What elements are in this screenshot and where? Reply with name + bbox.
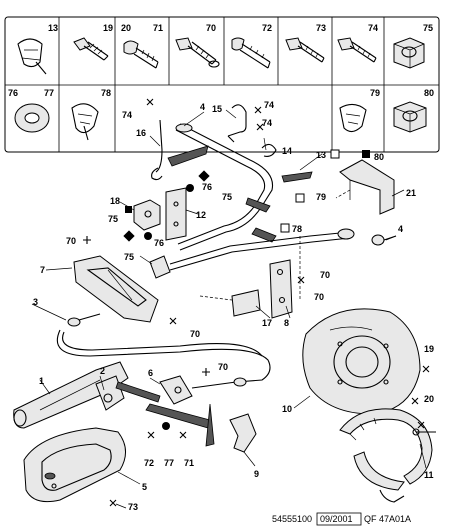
callout-16: 16 xyxy=(136,128,146,138)
leader-lines xyxy=(31,109,427,509)
bracket-9 xyxy=(229,413,257,453)
kit-ref-76: 76 xyxy=(8,88,18,98)
footer-code: QF 47A01A xyxy=(364,514,411,524)
brake-shoes-11 xyxy=(339,408,436,503)
callout-13: 13 xyxy=(316,150,326,160)
callout-74-a: 74 xyxy=(122,110,132,120)
callout-3: 3 xyxy=(33,297,38,307)
bolt-icon xyxy=(337,37,377,63)
callout-80: 80 xyxy=(374,152,384,162)
kit-ref-72: 72 xyxy=(262,23,272,33)
callout-70-d: 70 xyxy=(218,362,228,372)
callout-73: 73 xyxy=(128,502,138,512)
washer-icon xyxy=(14,103,50,133)
callout-76-b: 76 xyxy=(154,238,164,248)
kit-ref-20: 20 xyxy=(121,23,131,33)
callout-7: 7 xyxy=(40,265,45,275)
callout-79: 79 xyxy=(316,192,326,202)
bolt-icon xyxy=(175,37,220,68)
connector-6 xyxy=(149,255,171,279)
bracket-8 xyxy=(269,259,293,319)
footer: 54555100 09/2001 QF 47A01A xyxy=(272,512,411,526)
callout-18: 18 xyxy=(110,196,120,206)
callout-75-b: 75 xyxy=(108,214,118,224)
bolt-icon xyxy=(123,40,159,69)
spring-14 xyxy=(261,143,277,157)
callout-6: 6 xyxy=(148,368,153,378)
bracket-12 xyxy=(165,187,187,241)
callout-labels: 1 2 3 4 4 5 6 7 8 9 10 11 12 13 14 15 16… xyxy=(33,100,434,512)
nut-icon xyxy=(393,37,425,69)
bracket-18 xyxy=(133,199,161,231)
callout-70-b: 70 xyxy=(190,329,200,339)
callout-76-a: 76 xyxy=(202,182,212,192)
kit-ref-79: 79 xyxy=(370,88,380,98)
callout-21: 21 xyxy=(406,188,416,198)
clip-icon xyxy=(71,103,99,141)
kit-ref-73: 73 xyxy=(316,23,326,33)
footer-date: 09/2001 xyxy=(320,514,353,524)
kit-ref-78: 78 xyxy=(101,88,111,98)
kit-ref-13: 13 xyxy=(48,23,58,33)
callout-12: 12 xyxy=(196,210,206,220)
callout-10: 10 xyxy=(282,404,292,414)
kit-ref-74: 74 xyxy=(368,23,378,33)
callout-20: 20 xyxy=(424,394,434,404)
kit-ref-71: 71 xyxy=(153,23,163,33)
console-5 xyxy=(23,427,126,503)
cable-3 xyxy=(56,313,271,383)
kit-ref-77: 77 xyxy=(44,88,54,98)
kit-ref-70: 70 xyxy=(206,23,216,33)
bolt-icon xyxy=(231,37,271,69)
callout-2: 2 xyxy=(100,366,105,376)
callout-14: 14 xyxy=(282,146,292,156)
pointer-wedges xyxy=(115,381,215,447)
clip-icon xyxy=(17,38,47,75)
callout-70-a: 70 xyxy=(66,236,76,246)
callout-70-c: 70 xyxy=(320,270,330,280)
brake-backplate-10 xyxy=(302,308,421,415)
bolt-icon xyxy=(73,37,109,61)
callout-71: 71 xyxy=(184,458,194,468)
callout-8: 8 xyxy=(284,318,289,328)
bolt-icon xyxy=(285,37,325,63)
kit-panel: 13 19 20 71 70 72 73 74 75 76 77 78 79 8… xyxy=(4,16,440,153)
marker-symbols xyxy=(83,98,430,507)
bracket-17 xyxy=(199,289,261,317)
callout-9: 9 xyxy=(254,469,259,479)
nut-icon xyxy=(393,101,427,133)
callout-11: 11 xyxy=(424,470,434,480)
callout-15: 15 xyxy=(212,104,222,114)
callout-75-a: 75 xyxy=(222,192,232,202)
callout-4-right: 4 xyxy=(398,224,403,234)
callout-75-c: 75 xyxy=(124,252,134,262)
callout-4-upper: 4 xyxy=(200,102,205,112)
footer-part-number: 54555100 xyxy=(272,514,312,524)
wire-clip-15 xyxy=(227,104,247,143)
clip-icon xyxy=(339,103,367,133)
callout-77: 77 xyxy=(164,458,174,468)
callout-72: 72 xyxy=(144,458,154,468)
callout-74-b: 74 xyxy=(264,100,274,110)
callout-74-c: 74 xyxy=(262,118,272,128)
upper-cable-assembly xyxy=(151,119,313,251)
equaliser-7 xyxy=(73,255,159,323)
callout-70-e: 70 xyxy=(314,292,324,302)
handbrake-lever-1 xyxy=(13,361,129,429)
bracket-21 xyxy=(335,159,395,215)
callout-19: 19 xyxy=(424,344,434,354)
callout-78: 78 xyxy=(292,224,302,234)
callout-17: 17 xyxy=(262,318,272,328)
kit-ref-75: 75 xyxy=(423,23,433,33)
clevis-6 xyxy=(159,375,247,405)
kit-ref-80: 80 xyxy=(424,88,434,98)
kit-ref-19: 19 xyxy=(103,23,113,33)
callout-1: 1 xyxy=(39,376,44,386)
callout-5: 5 xyxy=(142,482,147,492)
